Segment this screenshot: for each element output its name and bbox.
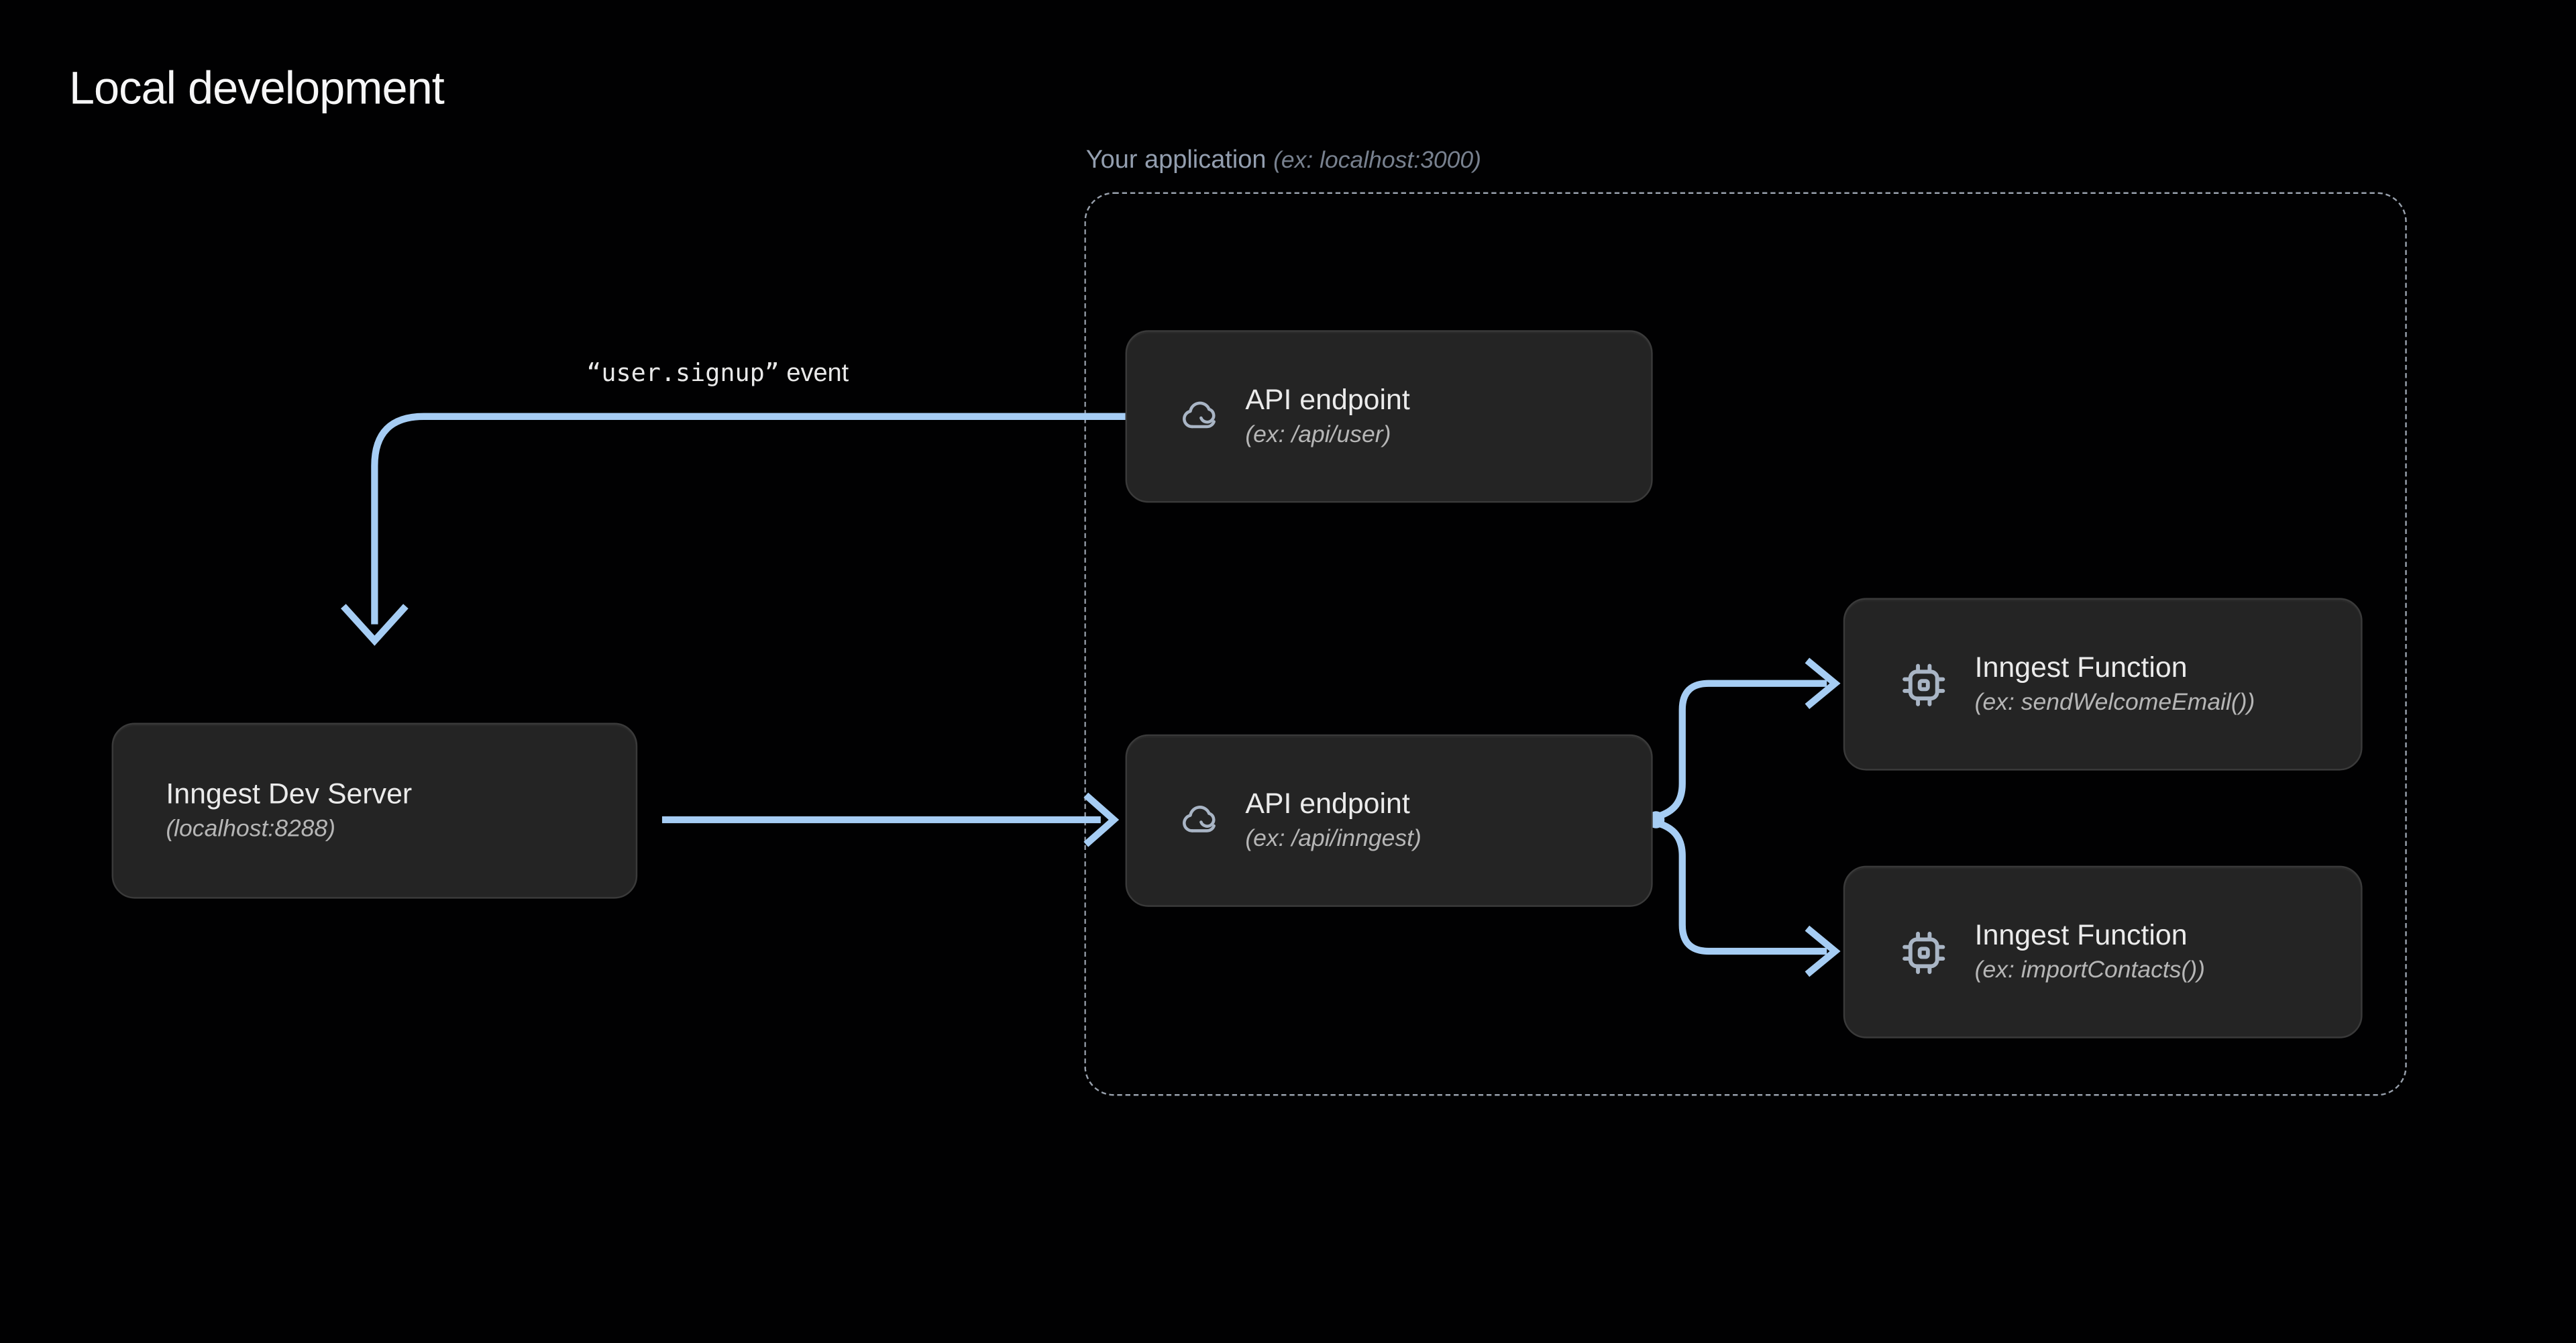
application-container-border (1084, 192, 2407, 1096)
chip-icon (1902, 663, 1945, 706)
node-inngest-function-import-contacts: Inngest Function (ex: importContacts()) (1843, 865, 2363, 1038)
node-title: API endpoint (1245, 786, 1410, 820)
node-subtitle: (localhost:8288) (166, 815, 336, 843)
node-subtitle: (ex: importContacts()) (1974, 957, 2206, 983)
event-label-suffix: event (779, 360, 849, 388)
application-label-hint: (ex: localhost:3000) (1273, 148, 1481, 174)
node-inngest-dev-server: Inngest Dev Server (localhost:8288) (111, 722, 638, 899)
node-title: Inngest Function (1974, 918, 2188, 951)
cloud-icon (1183, 806, 1216, 832)
node-title: Inngest Function (1974, 649, 2188, 683)
chip-icon (1902, 930, 1945, 973)
node-subtitle: (ex: sendWelcomeEmail()) (1974, 689, 2255, 716)
user-signup-event-label: “user.signup” event (586, 358, 849, 390)
node-api-endpoint-user: API endpoint (ex: /api/user) (1125, 330, 1653, 503)
arrowhead-down-icon (341, 604, 409, 646)
node-inngest-function-send-welcome-email: Inngest Function (ex: sendWelcomeEmail()… (1843, 598, 2363, 771)
application-label-text: Your application (1085, 146, 1267, 174)
node-title: API endpoint (1245, 382, 1410, 415)
page-title: Local development (68, 62, 445, 113)
node-subtitle: (ex: /api/user) (1245, 421, 1391, 448)
cloud-icon (1183, 401, 1216, 429)
application-container-label: Your application (ex: localhost:3000) (1086, 146, 1481, 176)
event-name-code: “user.signup” (586, 358, 780, 388)
node-subtitle: (ex: /api/inngest) (1245, 825, 1421, 852)
node-api-endpoint-inngest: API endpoint (ex: /api/inngest) (1125, 734, 1653, 907)
node-title: Inngest Dev Server (166, 776, 413, 810)
user-signup-event-arrow (371, 413, 1128, 625)
